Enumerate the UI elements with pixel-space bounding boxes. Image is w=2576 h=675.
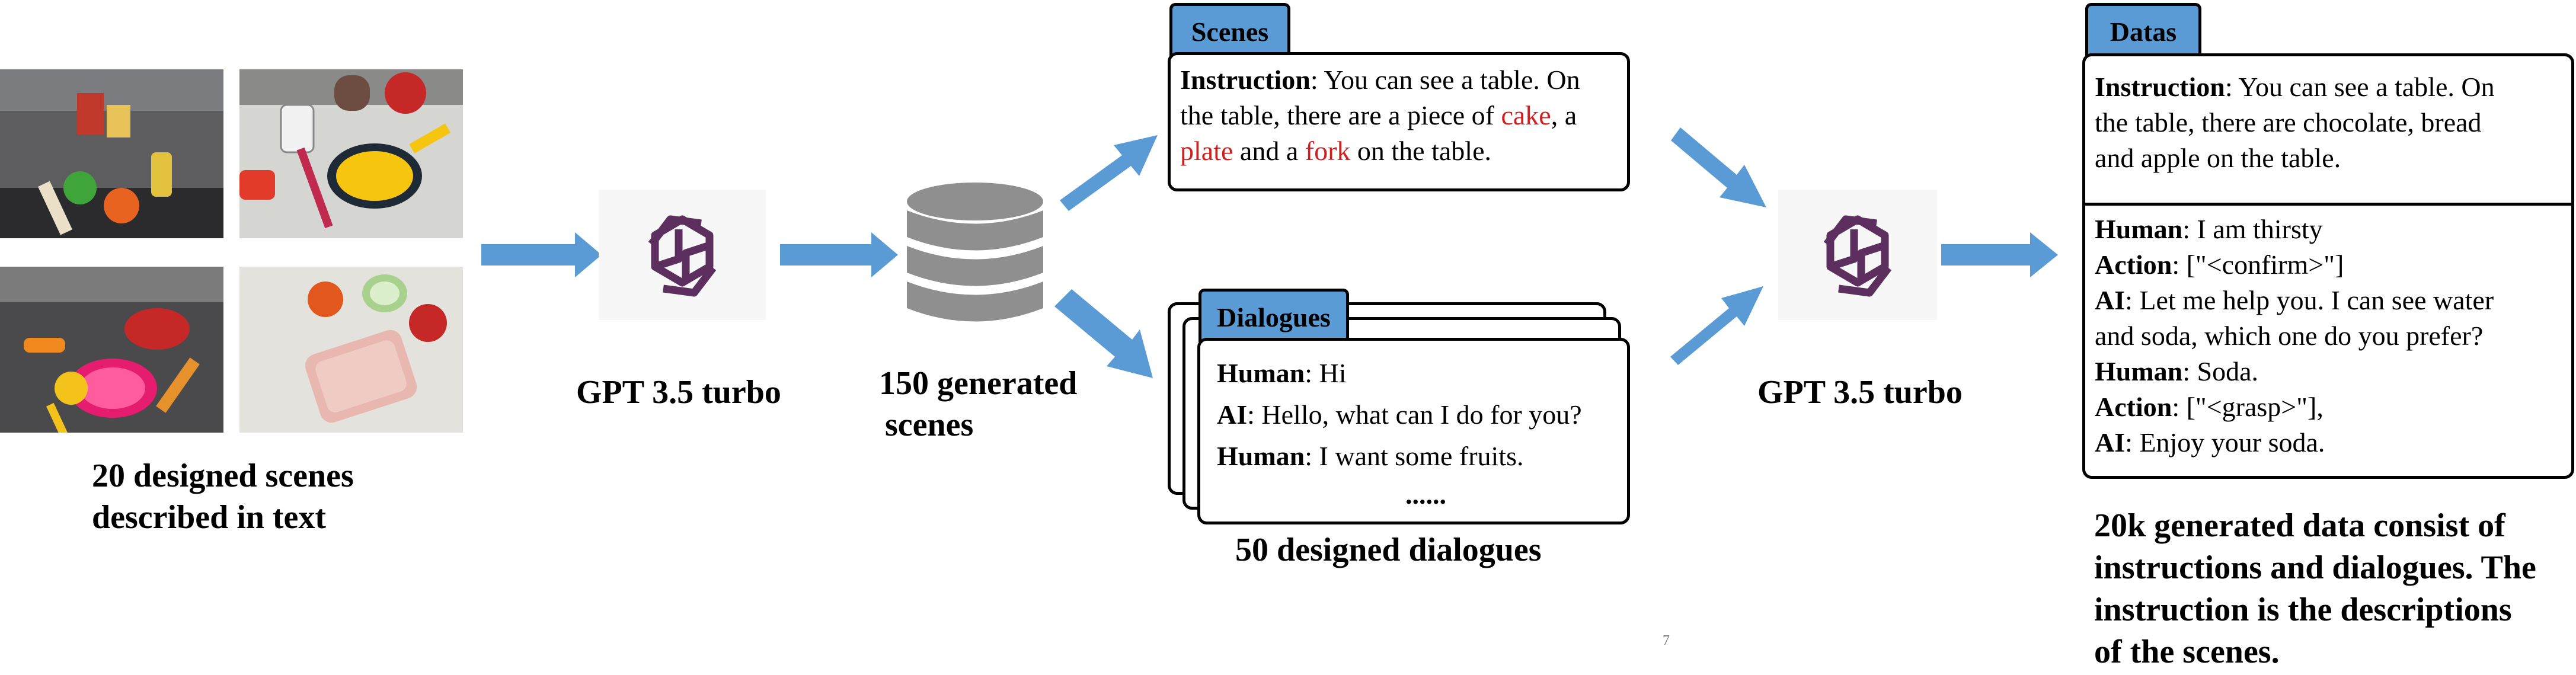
gpt-label-1: GPT 3.5 turbo [576,374,781,411]
dialogues-text: Human: Hi AI: Hello, what can I do for y… [1217,353,1626,513]
openai-logo-icon [648,215,717,297]
caption-line: 150 generated [879,365,1078,402]
highlight-word: plate [1180,136,1233,166]
arrow-scenes-to-gpt [1671,127,1766,207]
instruction-key: Instruction [1180,65,1311,95]
datas-caption: 20k generated data consist of instructio… [2094,505,2536,673]
text-span: : Hello, what can I do for you? [1247,399,1582,430]
scenes-text: Instruction: You can see a table. On the… [1180,62,1625,169]
gpt-logo-box [599,190,766,320]
text-span: and a [1233,136,1305,166]
speaker-key: Human [1217,441,1305,471]
kitchen-scene-photo-2 [239,69,463,238]
page-number: 7 [1663,633,1670,648]
dialogue-line-1: Human: Hi [1217,353,1626,394]
highlight-word: cake [1501,100,1551,130]
text-span: : Soda. [2182,356,2259,386]
scenes-line-3: plate and a fork on the table. [1180,133,1625,169]
speaker-key: Action [2095,392,2172,422]
datas-line: Human: I am thirsty [2095,212,2569,247]
arrows-group [481,127,2058,378]
datas-line: Instruction: You can see a table. On [2095,69,2569,105]
text-span: : ["<grasp>"], [2172,392,2323,422]
speaker-key: AI [2095,427,2126,458]
database-caption: 150 generated scenes [879,363,1077,446]
datas-divider [2085,203,2571,206]
text-span: : ["<confirm>"] [2172,249,2344,280]
text-span: : You can see a table. On [2225,72,2495,102]
instruction-key: Instruction [2095,72,2225,102]
datas-line: and soda, which one do you prefer? [2095,321,2484,351]
kitchen-scene-photo-3 [0,267,223,433]
speaker-key: Action [2095,249,2172,280]
arrow-database-to-dialogues [1054,289,1153,378]
dialogues-caption: 50 designed dialogues [1235,532,1542,568]
datas-line: Action: ["<confirm>"] [2095,247,2569,283]
highlight-word: fork [1305,136,1351,166]
text-span: : I am thirsty [2182,214,2323,244]
scenes-caption: 20 designed scenes described in text [92,455,354,538]
caption-line: 20 designed scenes [92,458,354,494]
text-span: : Let me help you. I can see water [2125,285,2494,315]
kitchen-scene-photo-4 [239,267,463,433]
text-span: the table, there are a piece of [1180,100,1501,130]
caption-line: described in text [92,499,327,536]
datas-line: Action: ["<grasp>"], [2095,389,2569,425]
caption-line: of the scenes. [2094,634,2280,670]
caption-line: instructions and dialogues. The [2094,549,2536,586]
speaker-key: Human [2095,214,2183,244]
datas-dialogue: Human: I am thirsty Action: ["<confirm>"… [2095,212,2569,460]
dialogue-ellipsis: ...... [1405,479,1446,510]
caption-line: 20k generated data consist of [2094,507,2505,544]
scenes-tab: Scenes [1169,3,1290,56]
gpt-logo-box-2 [1778,190,1937,320]
datas-line: Human: Soda. [2095,354,2569,389]
arrow-gpt-to-datas [1941,232,2058,277]
datas-box: Instruction: You can see a table. On the… [2082,53,2574,479]
text-span: : Hi [1305,358,1347,388]
openai-logo-icon [1823,215,1892,297]
dialogues-tab: Dialogues [1198,289,1349,342]
arrow-gpt-to-database [780,232,898,277]
speaker-key: Human [2095,356,2183,386]
arrow-dialogues-to-gpt [1670,286,1763,365]
scenes-box: Instruction: You can see a table. On the… [1168,52,1630,191]
dialogue-line-2: AI: Hello, what can I do for you? [1217,394,1626,436]
dialogues-box: Human: Hi AI: Hello, what can I do for y… [1197,338,1630,524]
datas-line: the table, there are chocolate, bread [2095,107,2482,137]
dialogue-line-3: Human: I want some fruits. [1217,436,1626,477]
text-span: , a [1551,100,1577,130]
text-span: : You can see a table. On [1310,65,1580,95]
caption-line: scenes [885,407,974,443]
datas-line: and apple on the table. [2095,143,2341,173]
speaker-key: Human [1217,358,1305,388]
arrow-photos-to-gpt [481,232,602,277]
text-span: : Enjoy your soda. [2125,427,2325,458]
datas-tab: Datas [2085,3,2201,56]
text-span: on the table. [1350,136,1491,166]
datas-line: AI: Enjoy your soda. [2095,425,2569,460]
arrow-database-to-scenes [1060,135,1158,211]
caption-line: instruction is the descriptions [2094,591,2512,628]
scenes-line-2: the table, there are a piece of cake, a [1180,98,1625,133]
datas-instruction: Instruction: You can see a table. On the… [2095,69,2569,176]
database-icon [907,183,1043,322]
kitchen-scene-photo-1 [0,69,223,238]
gpt-label-2: GPT 3.5 turbo [1757,374,1963,411]
text-span: : I want some fruits. [1305,441,1524,471]
speaker-key: AI [1217,399,1248,430]
datas-line: AI: Let me help you. I can see water [2095,283,2569,318]
scenes-line-1: Instruction: You can see a table. On [1180,62,1625,98]
speaker-key: AI [2095,285,2126,315]
